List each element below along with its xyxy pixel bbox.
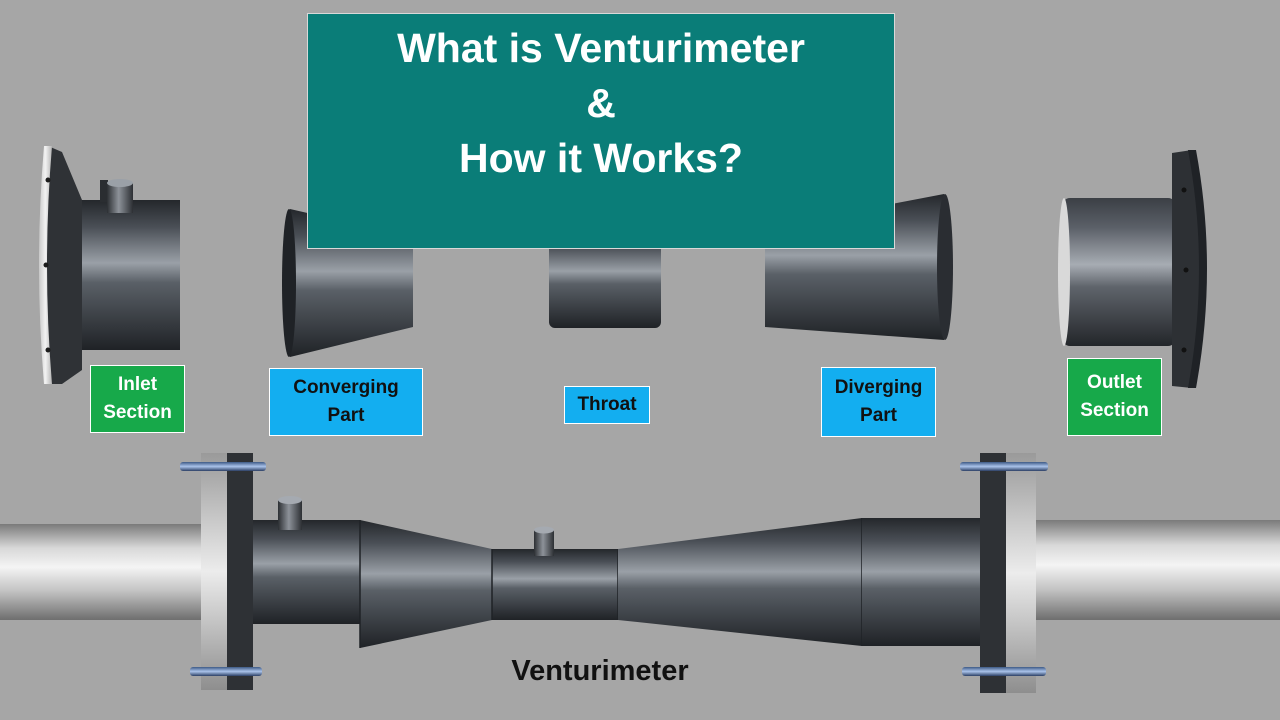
label-inlet-section: Inlet Section — [90, 365, 185, 433]
label-diverging-part: Diverging Part — [821, 367, 936, 437]
label-throat-line-1: Throat — [577, 394, 637, 415]
outlet-section-part — [1058, 150, 1207, 388]
label-outlet-line-2: Section — [1080, 400, 1149, 421]
outlet-pipe — [1036, 520, 1280, 620]
venturimeter-caption: Venturimeter — [511, 655, 689, 687]
title-line-1: What is Venturimeter — [397, 25, 805, 71]
label-outlet-section: Outlet Section — [1067, 358, 1162, 436]
label-outlet-line-1: Outlet — [1087, 372, 1142, 393]
inlet-pipe — [0, 524, 212, 620]
label-diverging-line-2: Part — [860, 405, 897, 426]
title-line-2: & — [586, 80, 616, 126]
title-line-3: How it Works? — [459, 135, 743, 181]
label-converging-part: Converging Part — [269, 368, 423, 436]
assembled-venturimeter — [0, 453, 1280, 693]
label-converging-line-1: Converging — [293, 377, 399, 398]
inlet-section-part — [39, 146, 180, 384]
label-inlet-line-1: Inlet — [117, 374, 158, 395]
label-throat: Throat — [564, 386, 650, 424]
label-converging-line-2: Part — [327, 405, 365, 426]
label-diverging-line-1: Diverging — [834, 377, 923, 398]
label-inlet-line-2: Section — [103, 402, 172, 423]
title-box: What is Venturimeter & How it Works? — [307, 13, 895, 249]
